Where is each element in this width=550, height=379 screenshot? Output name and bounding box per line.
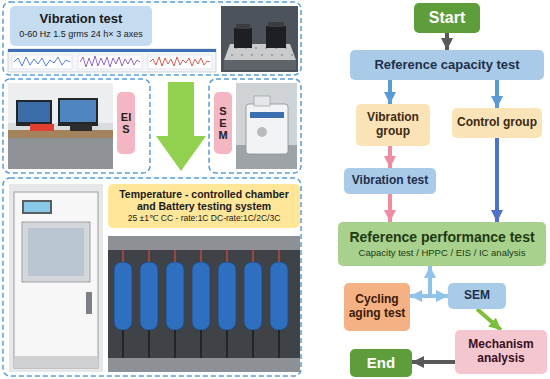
battery-photo	[108, 236, 300, 372]
flow-arrow	[412, 360, 455, 364]
group-box: Vibration group	[356, 104, 430, 146]
tag-box: SEM	[214, 92, 232, 154]
node-title: Reference capacity test	[374, 58, 519, 73]
software-screenshot	[8, 49, 216, 72]
node-title: Vibration group	[360, 111, 426, 139]
flow-arrow	[388, 146, 392, 168]
node-title: Vibration test	[40, 12, 123, 27]
label-box: Vibration test 0-60 Hz 1.5 grms 24 h× 3 a…	[10, 6, 152, 46]
node-title: End	[367, 354, 395, 371]
label-box: Temperature - controlled chamber and Bat…	[108, 184, 300, 228]
flow-arrow	[388, 194, 392, 222]
panel-outline	[3, 2, 301, 75]
node-title: Start	[429, 9, 465, 27]
eis-photo	[8, 83, 113, 169]
flow-arrow	[445, 33, 449, 50]
panel-outline	[3, 79, 150, 173]
node-title: EIS	[121, 111, 132, 135]
node-title: Vibration test	[352, 174, 428, 188]
node-title: Reference performance test	[349, 229, 534, 245]
flow-arrow	[495, 138, 499, 222]
node-title: Mechanism analysis	[459, 338, 543, 366]
chamber-photo	[9, 184, 103, 372]
node-subtitle: Capacity test / HPPC / EIS / IC analysis	[359, 248, 526, 259]
flow-arrow	[495, 80, 499, 108]
shaker-photo	[221, 6, 298, 72]
process-box: Reference capacity test	[350, 50, 544, 80]
process-box: Mechanism analysis	[455, 330, 547, 374]
flow-arrow	[430, 266, 448, 296]
sem-photo	[236, 83, 297, 169]
flow-arrow	[477, 309, 501, 330]
node-subtitle: 0-60 Hz 1.5 grms 24 h× 3 axes	[19, 29, 142, 39]
process-box: SEM	[448, 283, 506, 309]
group-box: Control group	[452, 108, 542, 138]
node-title: SEM	[464, 289, 490, 303]
flow-arrow	[388, 80, 392, 104]
terminal-box: End	[350, 349, 412, 377]
flow-arrow	[410, 266, 430, 296]
terminal-box: Start	[414, 3, 480, 33]
node-title: Temperature - controlled chamber and Bat…	[112, 188, 296, 212]
panel-outline	[3, 178, 301, 376]
process-box: Vibration test	[344, 168, 436, 194]
tag-box: EIS	[117, 92, 135, 154]
process-box: Reference performance testCapacity test …	[338, 222, 546, 266]
panel-outline	[209, 79, 301, 173]
node-title: SEM	[218, 105, 229, 141]
flow-arrow	[156, 82, 206, 171]
node-subtitle: 25 ±1℃ CC - rate:1C DC-rate:1C/2C/3C	[128, 214, 281, 224]
process-box: Cycling aging test	[344, 283, 410, 331]
node-title: Control group	[457, 116, 537, 130]
node-title: Cycling aging test	[348, 293, 406, 321]
